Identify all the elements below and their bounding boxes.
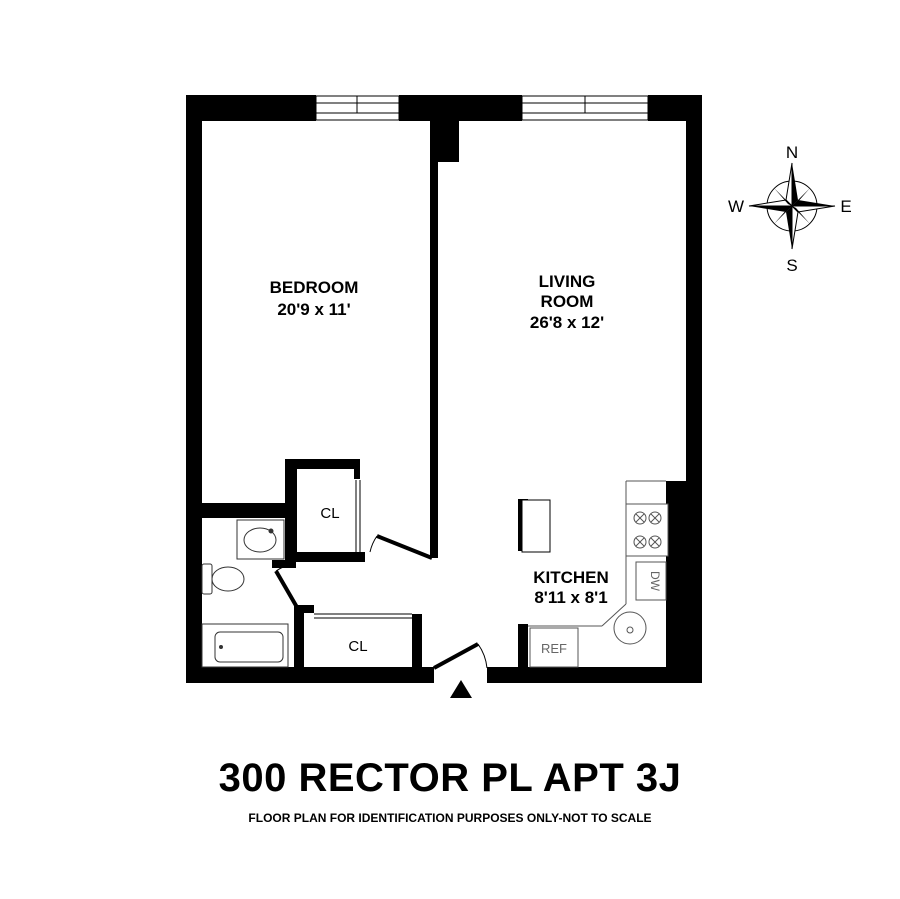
compass-south-label: S [786, 256, 797, 275]
window-living-room [521, 95, 649, 121]
dishwasher [635, 561, 667, 601]
bathroom-door [274, 563, 300, 611]
bedroom-name: BEDROOM [270, 278, 359, 297]
kitchen-dims: 8'11 x 8'1 [534, 588, 607, 607]
refrigerator-label: REF [541, 641, 567, 656]
dishwasher-label: DW [648, 571, 662, 592]
hall-closet-label: CL [348, 638, 367, 655]
bedroom-closet-label: CL [320, 505, 339, 522]
compass-east-label: E [840, 197, 851, 216]
window-bedroom [315, 95, 400, 121]
plan-disclaimer: FLOOR PLAN FOR IDENTIFICATION PURPOSES O… [248, 811, 652, 825]
kitchen-counter [528, 480, 666, 627]
living-room-dims: 26'8 x 12' [530, 313, 604, 332]
kitchen-sink [613, 611, 647, 645]
living-room-name-line1: LIVING [539, 272, 596, 291]
bedroom-door [369, 534, 433, 560]
toilet [201, 563, 245, 595]
compass-north-label: N [786, 143, 798, 162]
exterior-walls [186, 95, 702, 683]
compass-west-label: W [728, 197, 744, 216]
bedroom-dims: 20'9 x 11' [277, 300, 350, 319]
closet-door-hall [314, 613, 412, 619]
interior-walls [186, 110, 528, 675]
bathroom-sink [236, 519, 285, 560]
closet-door-bedroom [355, 480, 361, 552]
kitchen-island [521, 499, 551, 553]
stove [625, 503, 669, 557]
plan-title: 300 RECTOR PL APT 3J [218, 756, 682, 800]
living-room-name-line2: ROOM [541, 292, 594, 311]
entry-arrow-icon [450, 680, 472, 698]
kitchen-name: KITCHEN [533, 568, 609, 587]
compass-rose-icon [748, 162, 836, 250]
entry-door [433, 642, 488, 670]
bathtub [201, 623, 289, 668]
refrigerator [529, 627, 579, 668]
